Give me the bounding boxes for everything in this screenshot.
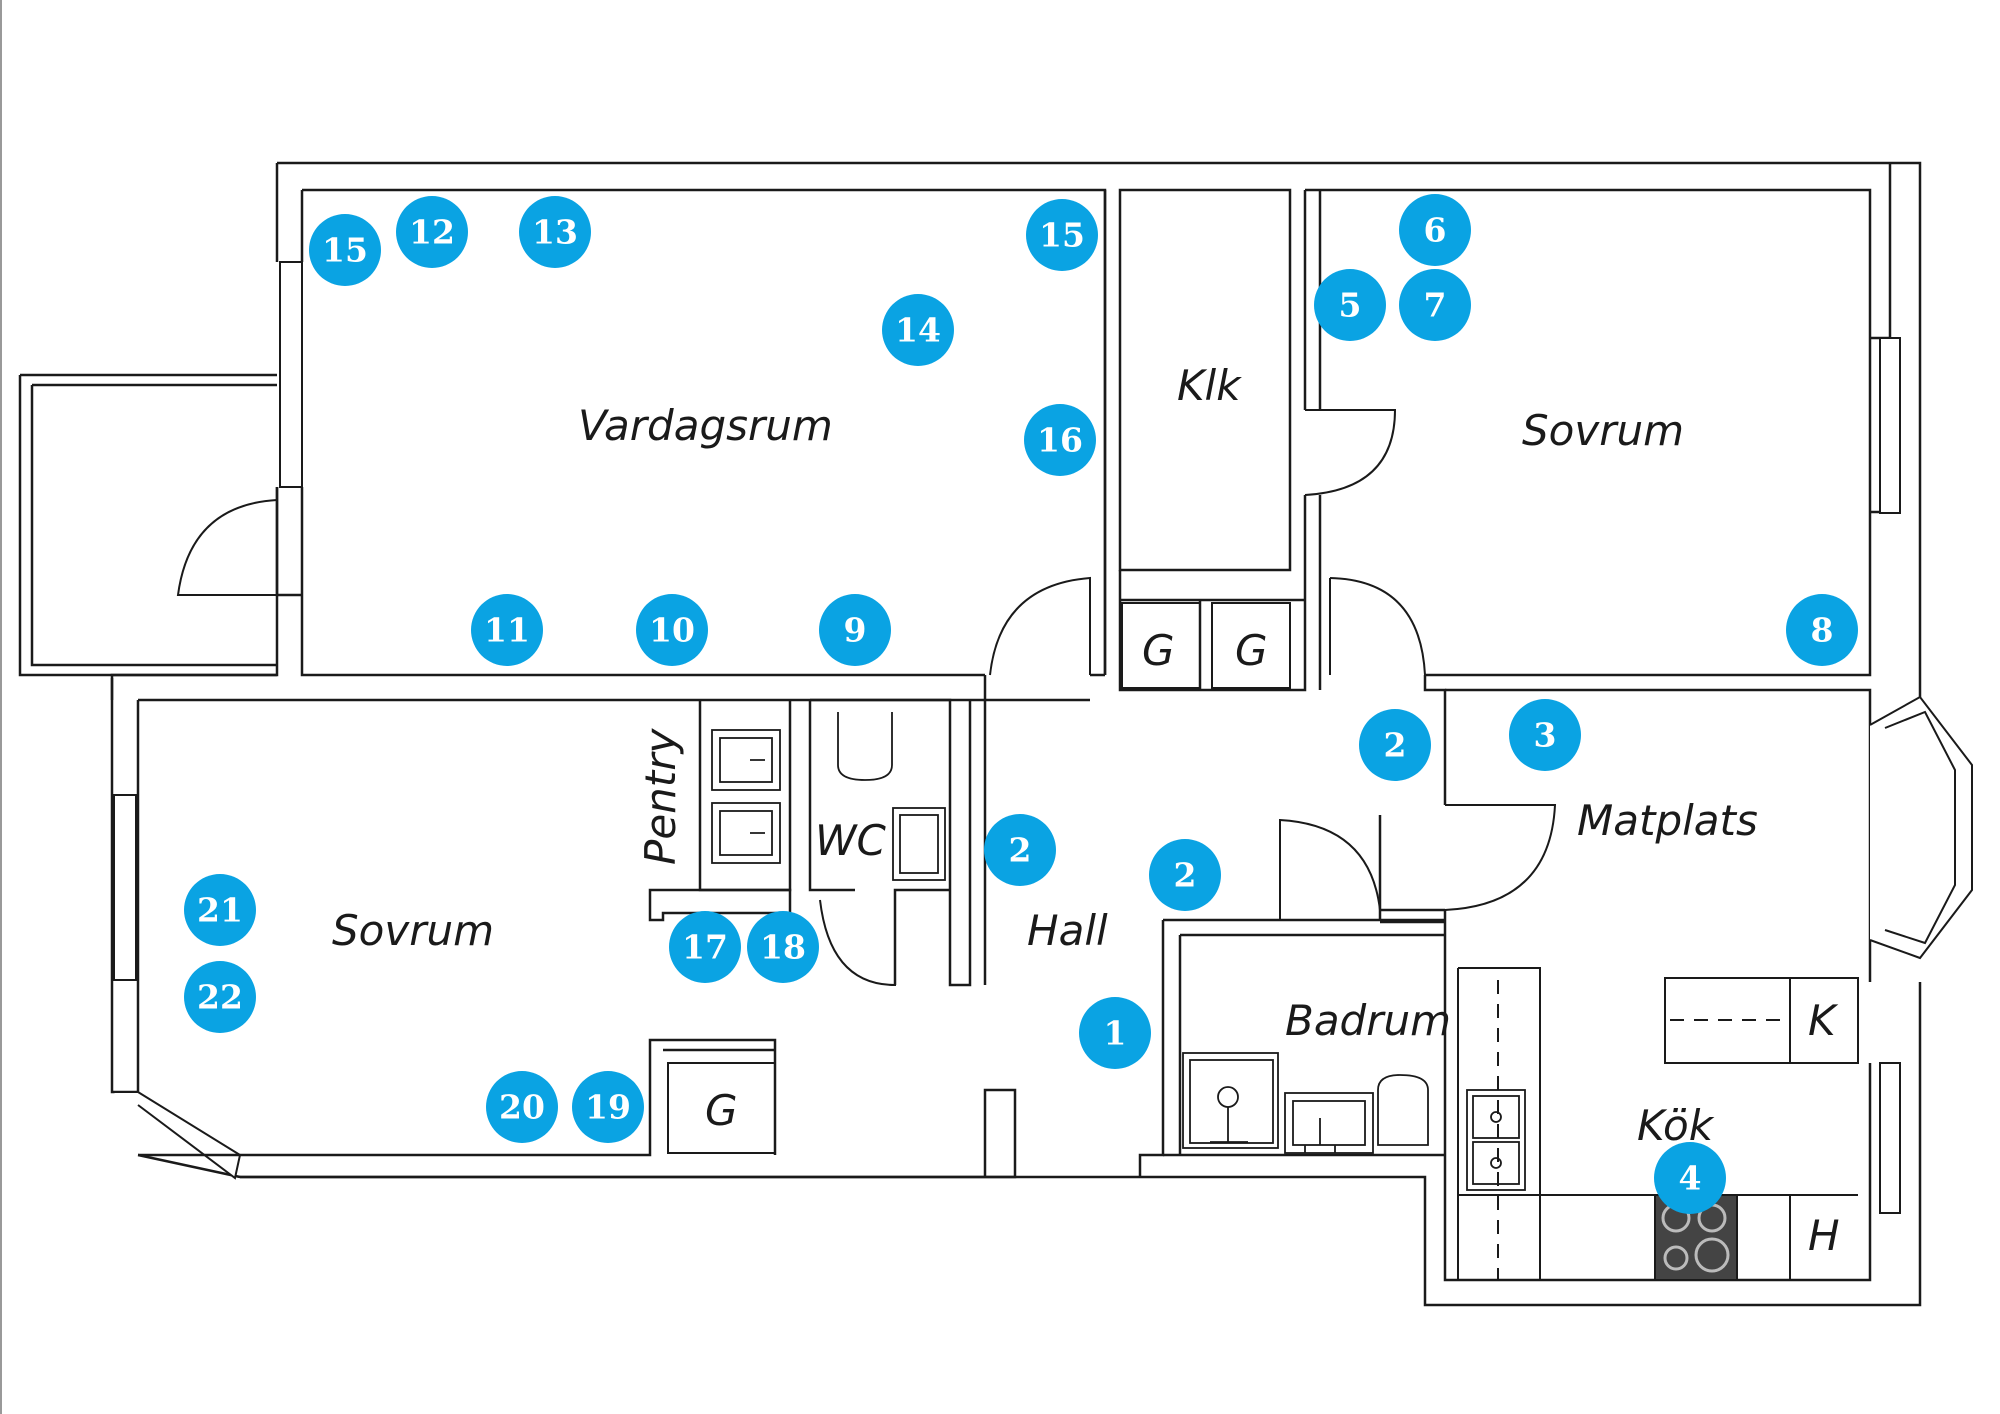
svg-text:8: 8 xyxy=(1811,611,1834,650)
svg-text:2: 2 xyxy=(1174,856,1197,895)
room-label-wc: WC xyxy=(815,816,887,865)
room-label-k: K xyxy=(1808,996,1839,1045)
svg-text:16: 16 xyxy=(1037,421,1083,460)
svg-text:2: 2 xyxy=(1009,831,1032,870)
svg-text:22: 22 xyxy=(197,978,243,1017)
svg-text:15: 15 xyxy=(1039,216,1085,255)
marker-14[interactable]: 14 xyxy=(882,294,954,366)
room-label-g-1: G xyxy=(1142,626,1175,675)
marker-22[interactable]: 22 xyxy=(184,961,256,1033)
svg-text:2: 2 xyxy=(1384,726,1407,765)
room-label-sovrum-right: Sovrum xyxy=(1522,406,1684,455)
svg-text:14: 14 xyxy=(895,311,941,350)
svg-text:19: 19 xyxy=(585,1088,631,1127)
marker-7[interactable]: 7 xyxy=(1399,269,1471,341)
svg-text:13: 13 xyxy=(532,213,578,252)
marker-9[interactable]: 9 xyxy=(819,594,891,666)
marker-6[interactable]: 6 xyxy=(1399,194,1471,266)
room-label-hall: Hall xyxy=(1027,906,1108,955)
room-label-badrum: Badrum xyxy=(1285,996,1451,1045)
marker-10[interactable]: 10 xyxy=(636,594,708,666)
marker-21[interactable]: 21 xyxy=(184,874,256,946)
room-labels: Vardagsrum Klk Sovrum Pentry WC Sovrum H… xyxy=(332,361,1840,1260)
marker-11[interactable]: 11 xyxy=(471,594,543,666)
svg-text:5: 5 xyxy=(1339,286,1362,325)
room-label-sovrum-left: Sovrum xyxy=(332,906,494,955)
room-label-kok: Kök xyxy=(1637,1101,1715,1150)
svg-text:12: 12 xyxy=(409,213,455,252)
room-label-g-2: G xyxy=(1235,626,1268,675)
marker-15-right[interactable]: 15 xyxy=(1026,199,1098,271)
marker-2-center[interactable]: 2 xyxy=(1149,839,1221,911)
room-label-g-3: G xyxy=(705,1086,738,1135)
svg-text:6: 6 xyxy=(1424,211,1447,250)
room-label-klk: Klk xyxy=(1177,361,1242,410)
svg-text:10: 10 xyxy=(649,611,695,650)
marker-4[interactable]: 4 xyxy=(1654,1142,1726,1214)
svg-text:21: 21 xyxy=(197,891,243,930)
marker-5[interactable]: 5 xyxy=(1314,269,1386,341)
svg-text:18: 18 xyxy=(760,928,806,967)
marker-18[interactable]: 18 xyxy=(747,911,819,983)
room-label-matplats: Matplats xyxy=(1577,796,1758,845)
svg-text:9: 9 xyxy=(844,611,867,650)
marker-2-hall[interactable]: 2 xyxy=(984,814,1056,886)
marker-17[interactable]: 17 xyxy=(669,911,741,983)
walls xyxy=(18,161,1973,1307)
markers: 1 2 2 2 3 4 5 6 7 8 9 10 11 12 13 14 15 … xyxy=(184,194,1858,1214)
marker-13[interactable]: 13 xyxy=(519,196,591,268)
svg-text:1: 1 xyxy=(1104,1014,1127,1053)
marker-8[interactable]: 8 xyxy=(1786,594,1858,666)
room-label-vardagsrum: Vardagsrum xyxy=(578,401,833,450)
svg-text:20: 20 xyxy=(499,1088,545,1127)
svg-text:17: 17 xyxy=(682,928,728,967)
marker-12[interactable]: 12 xyxy=(396,196,468,268)
room-label-pentry: Pentry xyxy=(636,727,685,865)
marker-15-left[interactable]: 15 xyxy=(309,214,381,286)
marker-19[interactable]: 19 xyxy=(572,1071,644,1143)
marker-2-door[interactable]: 2 xyxy=(1359,709,1431,781)
marker-20[interactable]: 20 xyxy=(486,1071,558,1143)
svg-text:7: 7 xyxy=(1424,286,1447,325)
svg-text:4: 4 xyxy=(1679,1159,1702,1198)
marker-16[interactable]: 16 xyxy=(1024,404,1096,476)
room-label-h: H xyxy=(1808,1211,1840,1260)
svg-text:11: 11 xyxy=(484,611,530,650)
marker-3[interactable]: 3 xyxy=(1509,699,1581,771)
svg-text:3: 3 xyxy=(1534,716,1557,755)
marker-1[interactable]: 1 xyxy=(1079,997,1151,1069)
svg-text:15: 15 xyxy=(322,231,368,270)
